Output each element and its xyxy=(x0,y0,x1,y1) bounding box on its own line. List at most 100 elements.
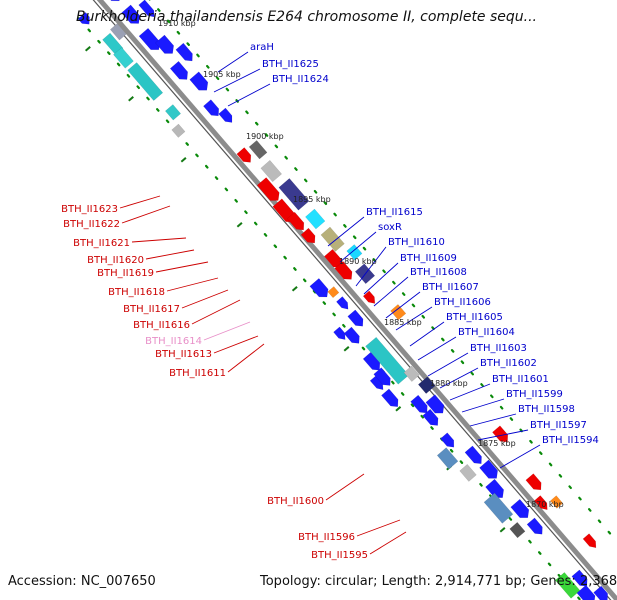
gene-arrow xyxy=(169,60,188,80)
kbp-label: 1905 kbp xyxy=(203,70,241,79)
dotted-guide-lines xyxy=(77,0,617,600)
sequence-summary: Topology: circular; Length: 2,914,771 bp… xyxy=(260,574,617,589)
outer-dotted-line xyxy=(77,17,582,600)
left-label-leader xyxy=(155,261,209,273)
gene-box xyxy=(390,304,407,321)
right-label-leader xyxy=(227,83,271,107)
kbp-label: 1885 kbp xyxy=(384,318,422,327)
gene-arrow xyxy=(410,394,428,414)
gene-arrow xyxy=(362,351,381,371)
gene-arrow xyxy=(369,375,384,391)
gene-arrow xyxy=(373,367,391,386)
gene-box xyxy=(509,521,526,539)
right-gene-label: BTH_II1603 xyxy=(470,343,527,354)
left-label-leader xyxy=(325,473,365,501)
right-gene-label: BTH_II1598 xyxy=(518,404,575,415)
topology-value: circular; xyxy=(324,574,378,589)
gene-arrow xyxy=(343,326,360,344)
left-gene-label: BTH_II1596 xyxy=(298,532,355,543)
gene-arrow xyxy=(347,309,364,327)
right-gene-label: BTH_II1599 xyxy=(506,389,563,400)
gene-box xyxy=(549,495,564,509)
kbp-tick xyxy=(395,406,402,412)
kbp-label: 1890 kbp xyxy=(339,257,377,266)
gene-features xyxy=(77,0,608,600)
gene-box xyxy=(320,226,345,252)
gene-box xyxy=(436,447,459,470)
gene-arrow xyxy=(440,432,455,448)
kbp-label: 1900 kbp xyxy=(246,132,284,141)
right-label-leader xyxy=(339,231,377,263)
gene-arrow xyxy=(203,99,220,117)
right-gene-label: BTH_II1615 xyxy=(366,207,423,218)
label-leader-lines xyxy=(119,51,541,555)
right-label-leader xyxy=(477,429,529,441)
kbp-label: 1895 kbp xyxy=(293,195,331,204)
right-gene-label: BTH_II1608 xyxy=(410,267,467,278)
kbp-tick xyxy=(343,346,350,352)
right-gene-label: BTH_II1625 xyxy=(262,59,319,70)
right-gene-label: BTH_II1594 xyxy=(542,435,599,446)
gene-arrow xyxy=(175,42,193,62)
left-gene-label: BTH_II1617 xyxy=(123,304,180,315)
gene-arrow xyxy=(526,517,543,535)
right-label-leader xyxy=(449,383,491,401)
left-label-leader xyxy=(191,299,241,325)
right-gene-label: soxR xyxy=(378,222,402,233)
left-label-leader xyxy=(213,335,259,354)
right-gene-label: BTH_II1607 xyxy=(422,282,479,293)
gene-arrow xyxy=(300,227,316,244)
gene-arrow xyxy=(189,71,209,91)
genes-label: Genes: xyxy=(530,574,576,589)
kbp-label: 1910 kbp xyxy=(158,19,196,28)
right-gene-label: BTH_II1601 xyxy=(492,374,549,385)
left-gene-label: BTH_II1600 xyxy=(267,496,324,507)
kbp-tick xyxy=(236,222,243,228)
gene-arrow xyxy=(571,569,588,587)
accession-label: Accession: xyxy=(8,574,77,589)
gene-box xyxy=(278,178,310,211)
left-gene-label: BTH_II1595 xyxy=(311,550,368,561)
gene-arrow xyxy=(121,4,141,24)
kbp-tick xyxy=(84,46,91,52)
left-gene-label: BTH_II1616 xyxy=(133,320,190,331)
right-label-leader xyxy=(355,246,387,287)
right-label-leader xyxy=(385,291,421,319)
gene-arrow xyxy=(236,147,252,163)
left-label-leader xyxy=(203,321,251,341)
kbp-tick xyxy=(499,527,506,533)
gene-arrow xyxy=(218,107,233,123)
gene-arrow xyxy=(381,388,399,407)
gene-arrow xyxy=(582,533,597,549)
gene-arrow xyxy=(110,0,120,2)
right-gene-label: BTH_II1605 xyxy=(446,312,503,323)
left-gene-label: BTH_II1614 xyxy=(145,336,202,347)
gene-arrow xyxy=(425,394,445,414)
left-label-leader xyxy=(181,289,229,309)
gene-arrow xyxy=(138,0,155,18)
gene-box xyxy=(102,32,124,56)
gene-arrow xyxy=(309,278,329,298)
length-label: Length: xyxy=(381,574,431,589)
left-gene-label: BTH_II1619 xyxy=(97,268,154,279)
map-title: Burkholderia thailandensis E264 chromoso… xyxy=(76,9,538,25)
left-gene-label: BTH_II1620 xyxy=(87,255,144,266)
gene-arrow xyxy=(333,326,346,340)
left-label-leader xyxy=(119,195,161,209)
right-label-leader xyxy=(373,276,409,307)
kbp-tick xyxy=(291,286,298,292)
right-gene-label: BTH_II1606 xyxy=(434,297,491,308)
left-gene-label: BTH_II1623 xyxy=(61,204,118,215)
gene-arrow xyxy=(155,34,174,54)
right-label-leader xyxy=(469,413,517,427)
kbp-label: 1870 kbp xyxy=(526,500,564,509)
gene-box xyxy=(248,140,268,160)
gene-arrow xyxy=(77,12,90,25)
gene-box xyxy=(483,492,514,524)
genome-map-canvas: 1910 kbp 1905 kbp 1900 kbp 1895 kbp 1890 kbp… xyxy=(61,0,617,600)
right-label-leader xyxy=(327,216,365,247)
left-label-leader xyxy=(166,277,219,292)
gene-arrow xyxy=(334,260,353,280)
left-label-leader xyxy=(145,249,195,260)
left-gene-label: BTH_II1618 xyxy=(108,287,165,298)
